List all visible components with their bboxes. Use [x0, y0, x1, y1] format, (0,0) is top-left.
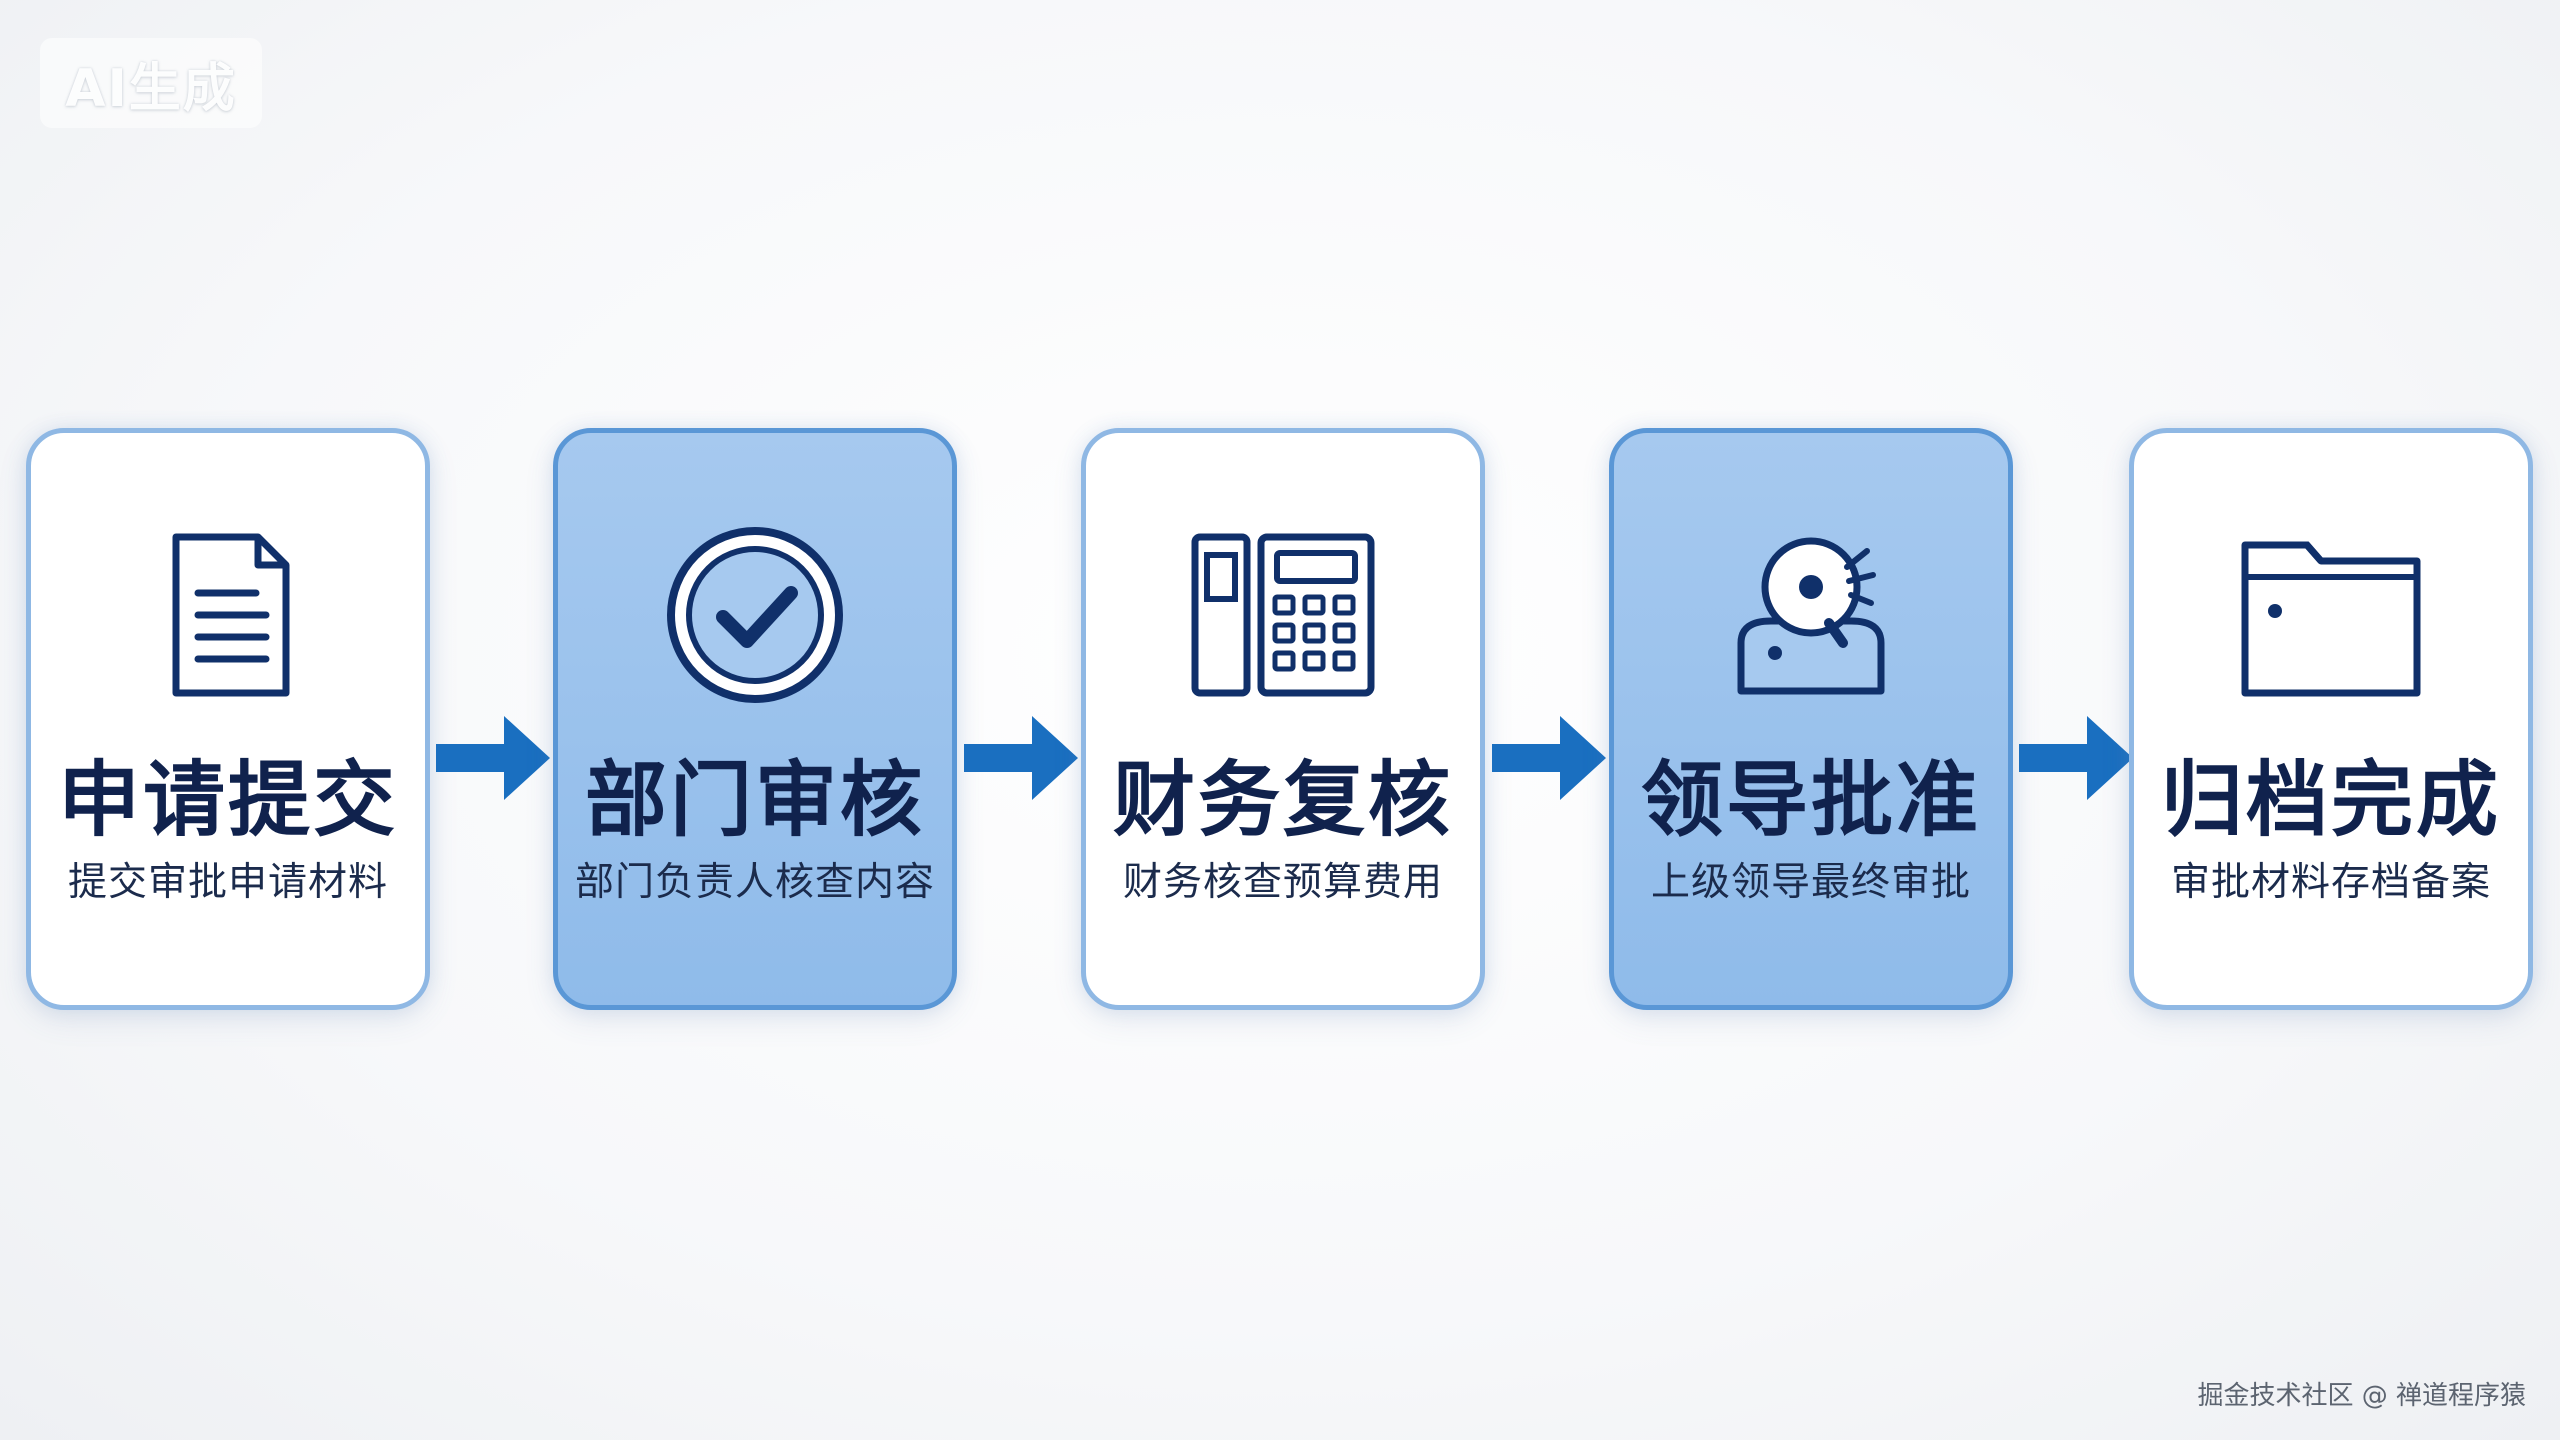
calculator-icon: [1191, 533, 1375, 697]
arrow-right-icon: [2019, 716, 2133, 800]
step-title: 申请提交: [57, 753, 398, 848]
step-card-finance-review: 财务复核 财务核查预算费用: [1081, 428, 1485, 1010]
step-card-dept-review: 部门审核 部门负责人核查内容: [553, 428, 957, 1010]
document-icon: [172, 533, 290, 697]
watermark-text: 掘金技术社区 @ 禅道程序猿: [2197, 1381, 2526, 1411]
arrow-right-icon: [436, 716, 550, 800]
step-subtitle: 上级领导最终审批: [1650, 860, 1971, 905]
ai-generated-badge: AI生成: [40, 38, 262, 128]
step-title: 财务复核: [1112, 753, 1453, 848]
step-title: 部门审核: [584, 753, 925, 848]
step-subtitle: 审批材料存档备案: [2170, 860, 2491, 905]
step-subtitle: 部门负责人核查内容: [574, 860, 935, 905]
arrow-right-icon: [1492, 716, 1606, 800]
step-subtitle: 提交审批申请材料: [67, 860, 388, 905]
step-card-submit: 申请提交 提交审批申请材料: [26, 428, 430, 1010]
step-card-archive: 归档完成 审批材料存档备案: [2129, 428, 2533, 1010]
step-title: 领导批准: [1640, 753, 1981, 848]
check-circle-icon: [667, 527, 843, 703]
step-subtitle: 财务核查预算费用: [1122, 860, 1443, 905]
step-card-leader-approval: 领导批准 上级领导最终审批: [1609, 428, 2013, 1010]
arrow-right-icon: [964, 716, 1078, 800]
stamp-icon: [1737, 537, 1885, 695]
folder-icon: [2241, 541, 2421, 697]
step-title: 归档完成: [2160, 753, 2501, 848]
